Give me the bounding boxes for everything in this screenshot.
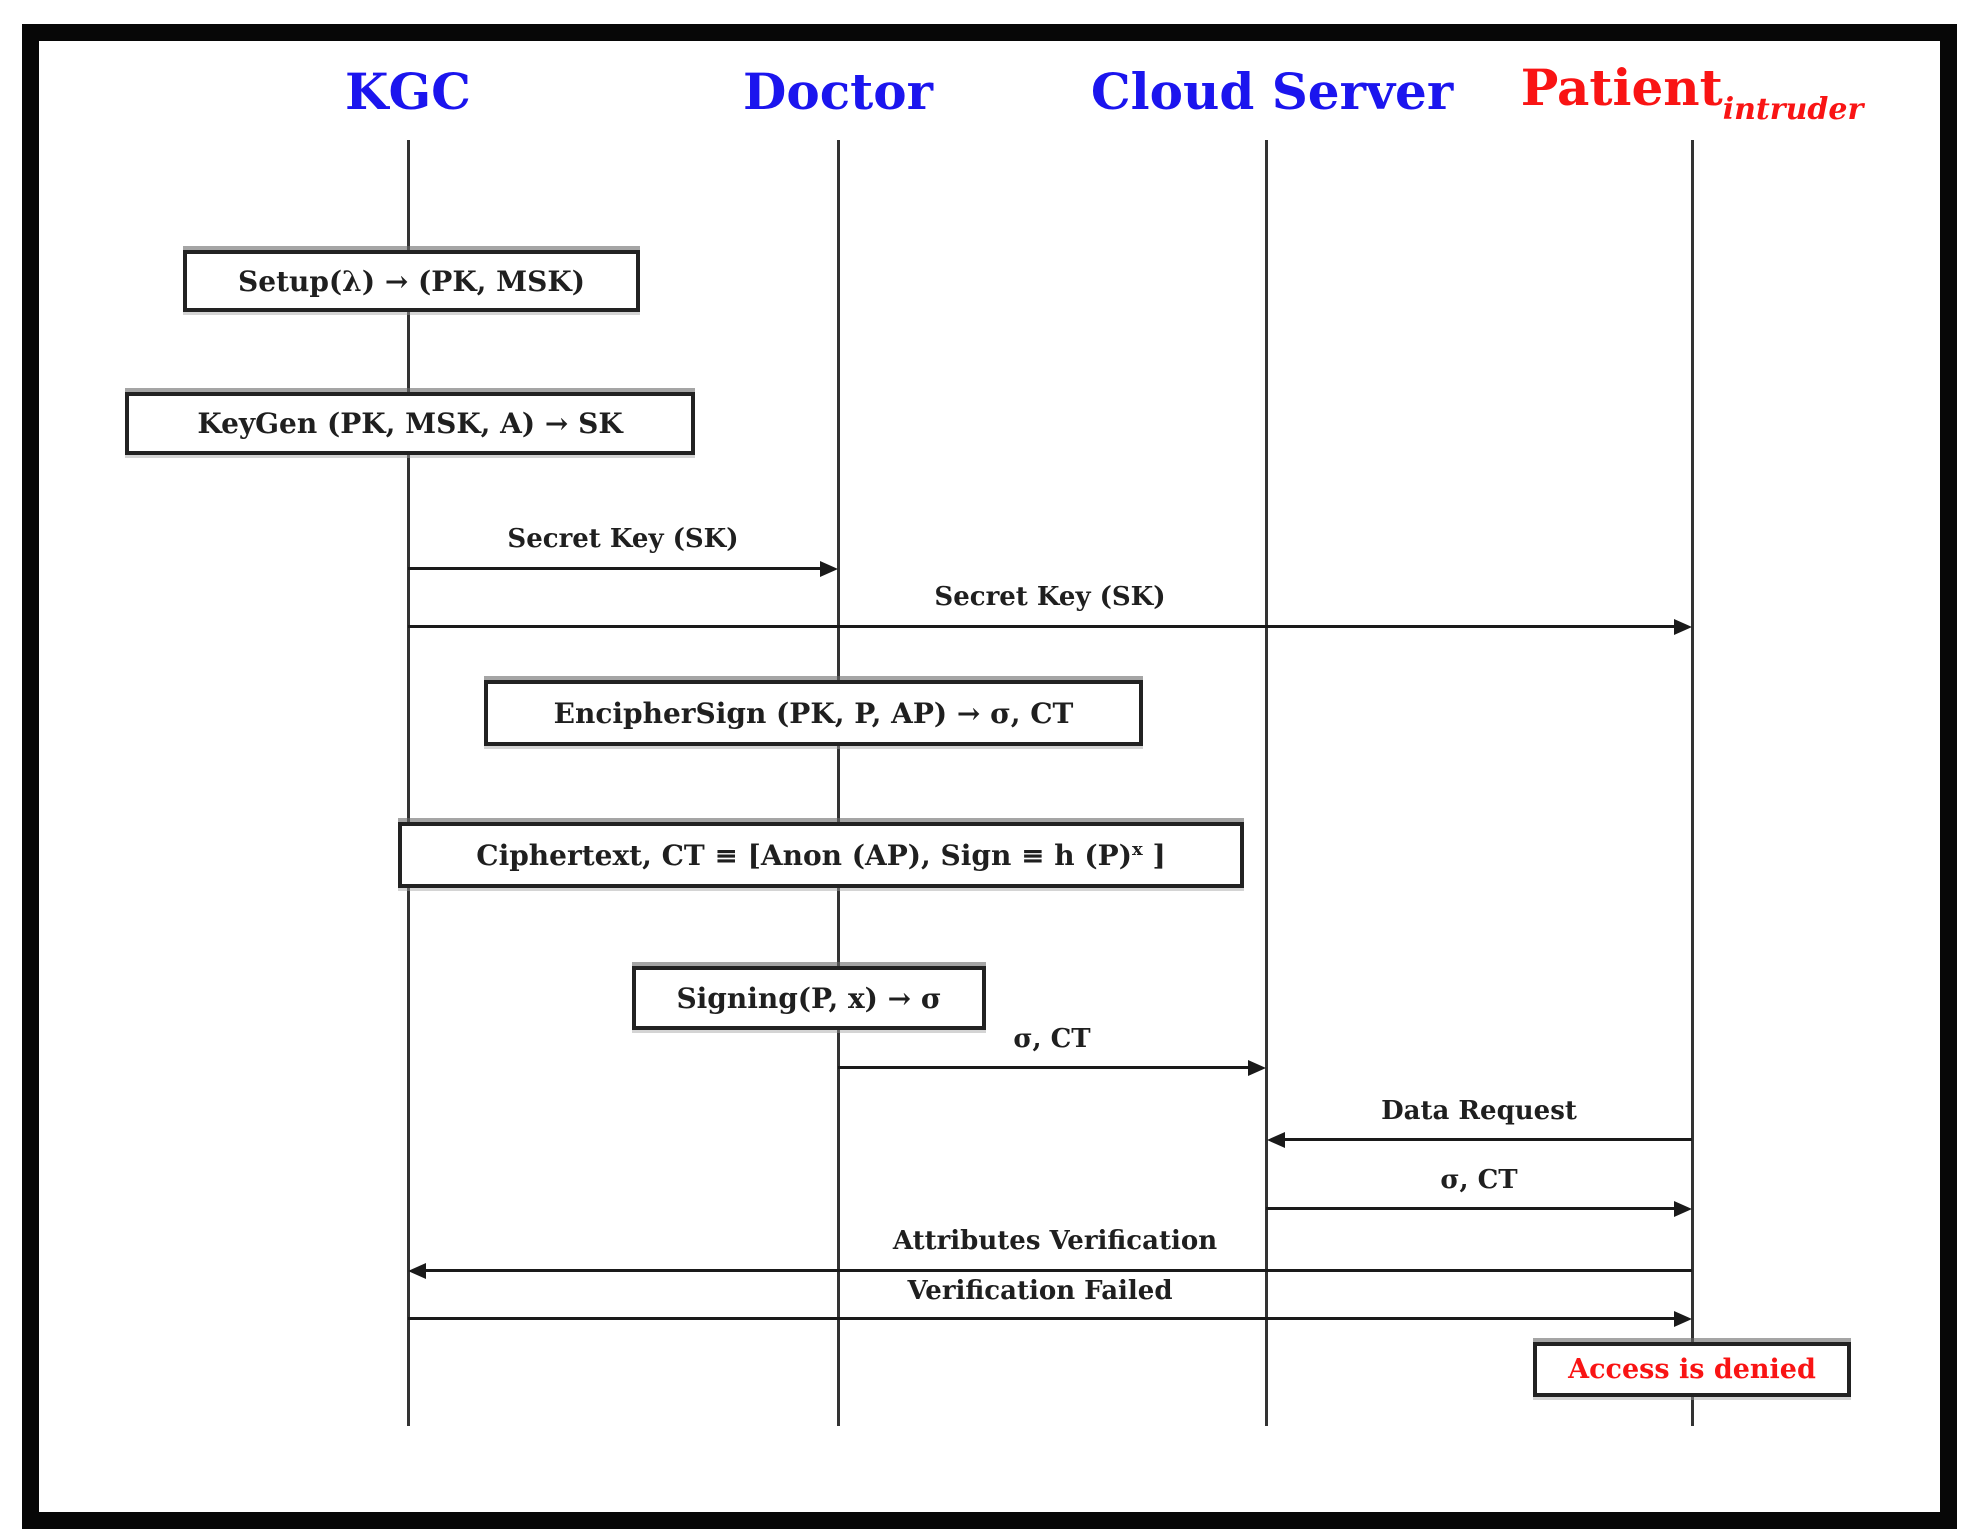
- actor-kgc-label: KGC: [345, 62, 471, 121]
- msg-verification-failed-label: Verification Failed: [907, 1276, 1173, 1306]
- msg-sigma-ct-doctor-cloud-line: [838, 1066, 1250, 1069]
- setup-box: Setup(λ) → (PK, MSK): [183, 250, 640, 312]
- msg-secret-key-patient-label: Secret Key (SK): [934, 582, 1166, 612]
- actor-cloud-server-label: Cloud Server: [1090, 62, 1454, 121]
- actor-doctor-label: Doctor: [743, 62, 933, 121]
- lifeline-kgc: [407, 140, 410, 1426]
- msg-data-request-label: Data Request: [1381, 1096, 1577, 1126]
- msg-attributes-verification-arrowhead-icon: [408, 1263, 426, 1279]
- ciphertext-box-label-pre: Ciphertext, CT ≡ [Anon (AP), Sign ≡ h (P…: [476, 838, 1132, 872]
- msg-sigma-ct-doctor-cloud-arrowhead-icon: [1248, 1060, 1266, 1076]
- msg-secret-key-doctor-label: Secret Key (SK): [507, 524, 739, 554]
- ciphertext-box-label-post: ]: [1142, 838, 1166, 872]
- msg-sigma-ct-cloud-patient-line: [1266, 1207, 1676, 1210]
- msg-sigma-ct-doctor-cloud-label: σ, CT: [1013, 1024, 1091, 1054]
- msg-verification-failed-arrowhead-icon: [1674, 1311, 1692, 1327]
- access-denied-label: Access is denied: [1568, 1354, 1816, 1385]
- msg-data-request-line: [1282, 1138, 1692, 1141]
- msg-secret-key-doctor-arrowhead-icon: [820, 561, 838, 577]
- lifeline-cloud-server: [1265, 140, 1268, 1426]
- lifeline-patient: [1691, 140, 1694, 1426]
- lifeline-doctor: [837, 140, 840, 1426]
- keygen-box: KeyGen (PK, MSK, A) → SK: [125, 392, 695, 455]
- actor-patient-label: Patient: [1520, 58, 1723, 117]
- enciphersign-box-label: EncipherSign (PK, P, AP) → σ, CT: [553, 696, 1074, 730]
- actor-patient-intruder: Patientintruder: [1520, 58, 1864, 125]
- actor-cloud-server: Cloud Server: [1091, 62, 1453, 121]
- msg-sigma-ct-cloud-patient-label: σ, CT: [1440, 1165, 1518, 1195]
- msg-sigma-ct-cloud-patient-arrowhead-icon: [1674, 1201, 1692, 1217]
- msg-verification-failed-line: [408, 1317, 1676, 1320]
- msg-secret-key-patient-arrowhead-icon: [1674, 619, 1692, 635]
- msg-secret-key-doctor-line: [408, 567, 822, 570]
- msg-attributes-verification-line: [423, 1269, 1692, 1272]
- msg-data-request-arrowhead-icon: [1267, 1132, 1285, 1148]
- enciphersign-box: EncipherSign (PK, P, AP) → σ, CT: [484, 680, 1143, 746]
- actor-doctor: Doctor: [743, 62, 933, 121]
- access-denied-box: Access is denied: [1533, 1342, 1851, 1397]
- setup-box-label: Setup(λ) → (PK, MSK): [238, 264, 585, 298]
- ciphertext-box-exponent: x: [1131, 838, 1143, 860]
- signing-box-label: Signing(P, x) → σ: [676, 981, 942, 1015]
- ciphertext-box-label: Ciphertext, CT ≡ [Anon (AP), Sign ≡ h (P…: [476, 839, 1165, 872]
- signing-box: Signing(P, x) → σ: [632, 966, 986, 1030]
- msg-attributes-verification-label: Attributes Verification: [892, 1226, 1218, 1256]
- keygen-box-label: KeyGen (PK, MSK, A) → SK: [197, 407, 623, 440]
- ciphertext-box: Ciphertext, CT ≡ [Anon (AP), Sign ≡ h (P…: [398, 822, 1244, 888]
- msg-secret-key-patient-line: [408, 625, 1676, 628]
- actor-kgc: KGC: [345, 62, 471, 121]
- actor-patient-subscript: intruder: [1722, 92, 1864, 127]
